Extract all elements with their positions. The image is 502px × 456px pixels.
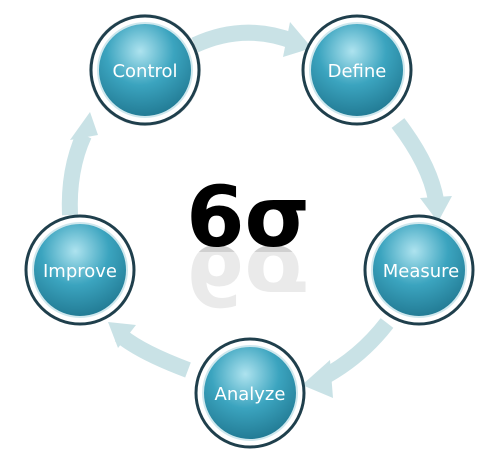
node-circle [97, 22, 193, 118]
reflection-fade [180, 252, 320, 312]
arrow-measure-to-analyze [318, 318, 394, 386]
arrow-improve-to-control [61, 131, 92, 216]
node-circle [202, 345, 298, 441]
center-symbol-text: 6σ [186, 168, 310, 266]
node-label-measure: Measure [383, 261, 460, 282]
cycle-arrows [61, 22, 452, 398]
arrow-analyze-to-improve [114, 328, 191, 378]
node-define: Define [301, 14, 413, 126]
arrow-head [420, 196, 452, 222]
center-symbol: 6σ 6σ [180, 168, 320, 324]
node-measure: Measure [363, 214, 475, 326]
node-label-define: Define [328, 61, 387, 82]
node-improve: Improve [24, 214, 136, 326]
node-circle [309, 22, 405, 118]
node-analyze: Analyze [194, 337, 306, 449]
arrow-head [283, 22, 312, 57]
node-label-analyze: Analyze [215, 384, 286, 405]
arrow-define-to-measure [391, 118, 444, 202]
node-label-control: Control [112, 61, 177, 82]
node-circle [32, 222, 128, 318]
node-circle [371, 222, 467, 318]
arrow-head [70, 112, 98, 140]
node-label-improve: Improve [43, 261, 117, 282]
arrow-head [108, 322, 136, 348]
arrow-control-to-define [191, 24, 298, 53]
node-control: Control [89, 14, 201, 126]
arrow-head [302, 360, 333, 398]
